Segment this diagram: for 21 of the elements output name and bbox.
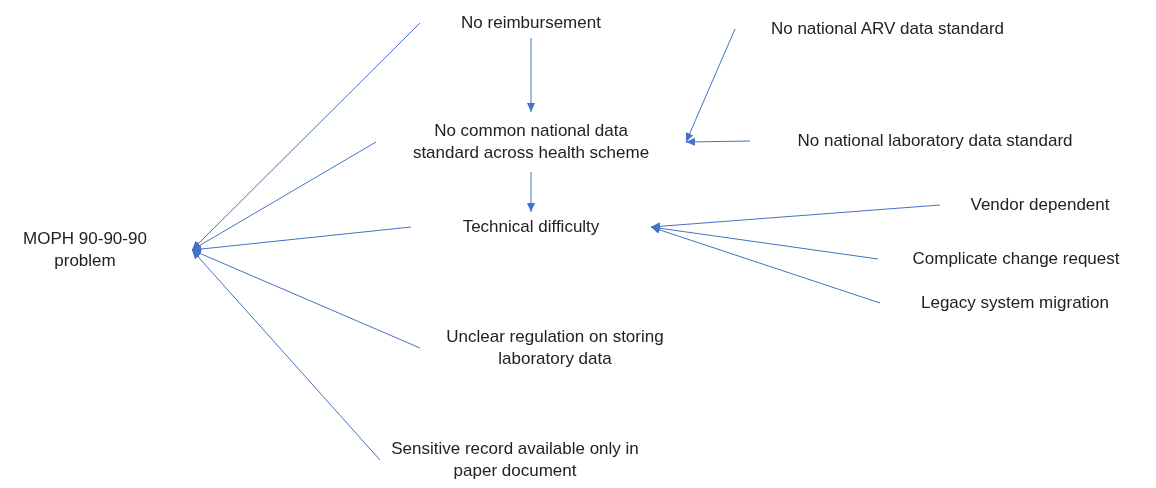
node-label: Sensitive record available only in paper document	[390, 437, 640, 482]
arrow	[191, 249, 381, 461]
arrow	[527, 171, 535, 213]
arrow	[650, 226, 881, 304]
node-label: No national ARV data standard	[770, 17, 1005, 40]
node-label: No reimbursement	[461, 11, 601, 34]
node-label: Complicate change request	[912, 247, 1120, 270]
node-label: No common national data standard across health scheme	[411, 119, 651, 164]
node-label: Unclear regulation on storing laboratory data	[445, 325, 665, 370]
arrow	[191, 141, 377, 251]
arrow	[191, 249, 421, 349]
arrow	[650, 224, 879, 260]
node-label: Technical difficulty	[462, 215, 600, 238]
node-label: Vendor dependent	[970, 193, 1110, 216]
node-label: MOPH 90-90-90 problem	[22, 227, 148, 272]
arrow	[685, 28, 736, 143]
arrow	[685, 137, 751, 146]
arrow	[191, 22, 421, 251]
arrow	[527, 37, 535, 113]
node-label: Legacy system migration	[921, 291, 1109, 314]
node-label: No national laboratory data standard	[797, 129, 1073, 152]
